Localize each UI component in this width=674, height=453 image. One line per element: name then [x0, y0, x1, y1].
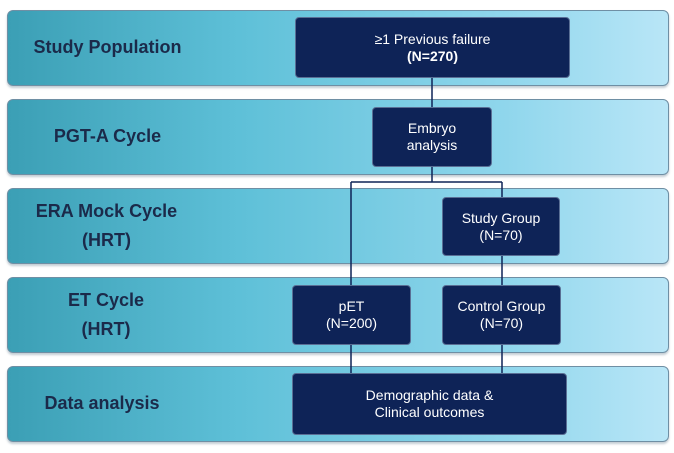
embryo-box-line1: Embryo	[407, 120, 457, 136]
band-label-era-line1: ERA Mock Cycle	[35, 201, 178, 221]
data-box-line2: Clinical outcomes	[374, 404, 485, 420]
study-group-line1: Study Group	[461, 209, 541, 226]
control-group-box: Control Group (N=70)	[442, 285, 561, 345]
band-pgta-cycle: PGT-A Cycle	[7, 99, 669, 175]
pet-box: pET (N=200)	[292, 285, 411, 345]
band-label-pgta-cycle: PGT-A Cycle	[53, 126, 162, 146]
population-box-line1: ≥1 Previous failure	[374, 30, 491, 47]
study-group-line2: (N=70)	[479, 226, 523, 243]
embryo-box-line2: analysis	[406, 137, 458, 153]
data-outcomes-box: Demographic data & Clinical outcomes	[292, 373, 567, 435]
band-label-et-line2: (HRT)	[81, 319, 131, 339]
population-box-line2: (N=270)	[407, 47, 458, 64]
pet-box-line1: pET	[338, 298, 365, 314]
band-label-data-analysis: Data analysis	[44, 393, 160, 413]
data-box-line1: Demographic data &	[365, 387, 494, 403]
embryo-analysis-box: Embryo analysis	[372, 107, 492, 167]
control-group-line1: Control Group	[457, 298, 546, 314]
band-label-et-line1: ET Cycle	[67, 290, 145, 310]
population-box: ≥1 Previous failure (N=270)	[295, 17, 570, 78]
control-group-line2: (N=70)	[479, 315, 524, 331]
study-group-box: Study Group (N=70)	[442, 197, 560, 256]
band-label-et-cycle: ET Cycle (HRT)	[26, 286, 186, 344]
band-label-era-mock-cycle: ERA Mock Cycle (HRT)	[14, 197, 199, 255]
band-label-study-population: Study Population	[33, 37, 182, 57]
pet-box-line2: (N=200)	[326, 315, 377, 331]
band-label-era-line2: (HRT)	[82, 230, 131, 250]
